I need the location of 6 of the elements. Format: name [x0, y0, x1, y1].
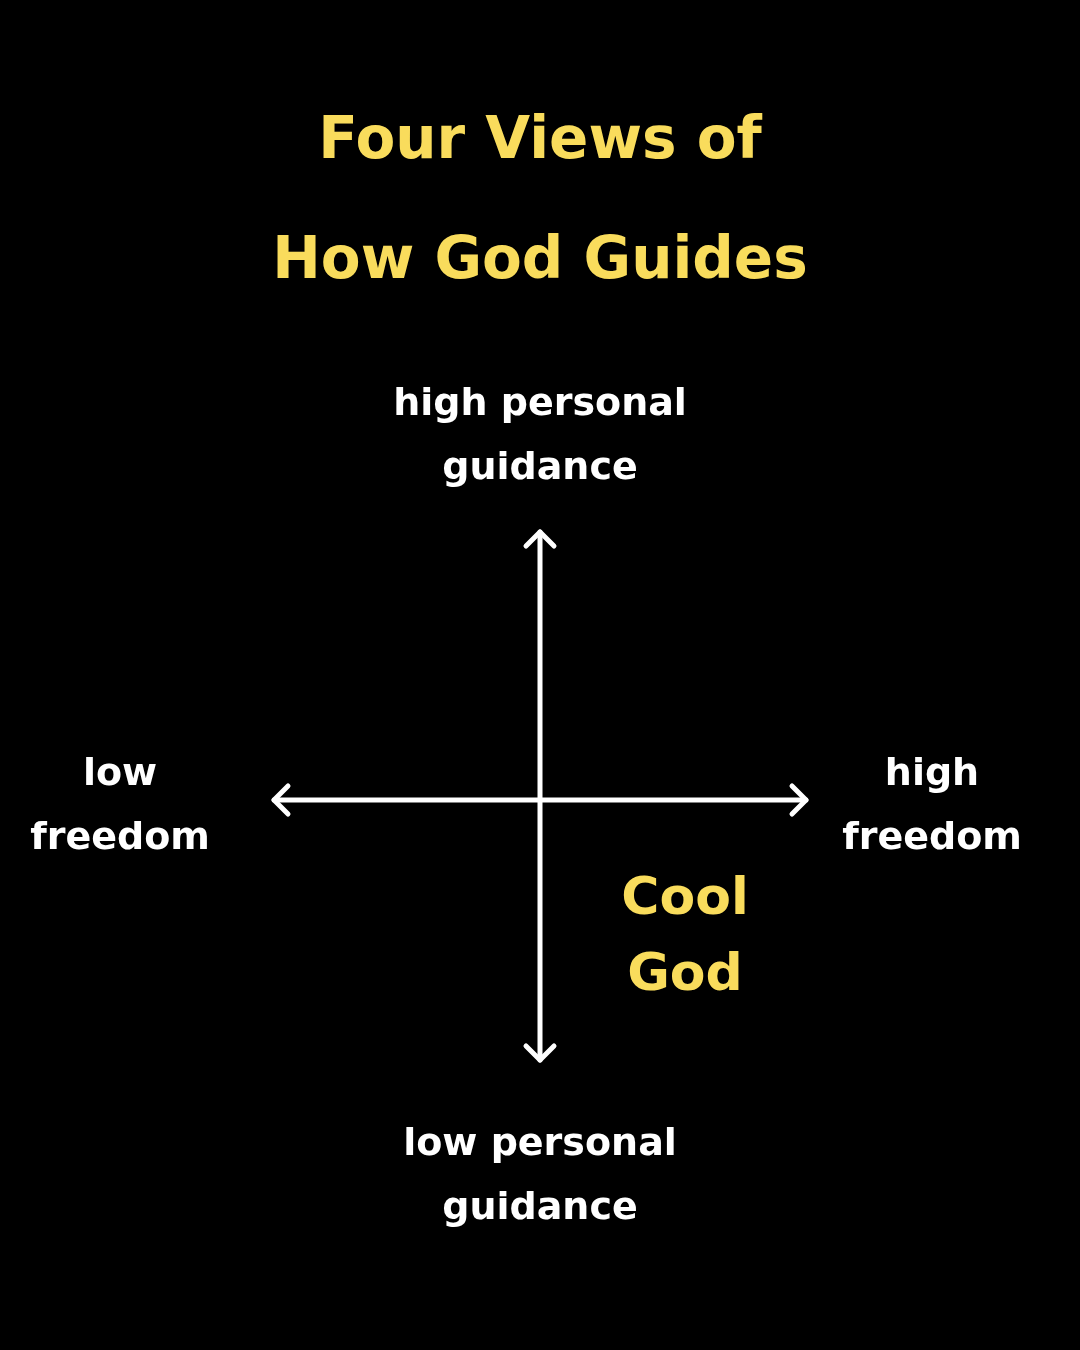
axis-label: low personal guidance [402, 1119, 678, 1230]
axis-label: high freedom [841, 749, 1023, 860]
quadrant-label: Cool God [620, 865, 750, 1004]
axis-label: low freedom [29, 749, 211, 860]
axis-label: high personal guidance [392, 379, 688, 490]
title: Four Views of How God Guides [271, 103, 809, 294]
